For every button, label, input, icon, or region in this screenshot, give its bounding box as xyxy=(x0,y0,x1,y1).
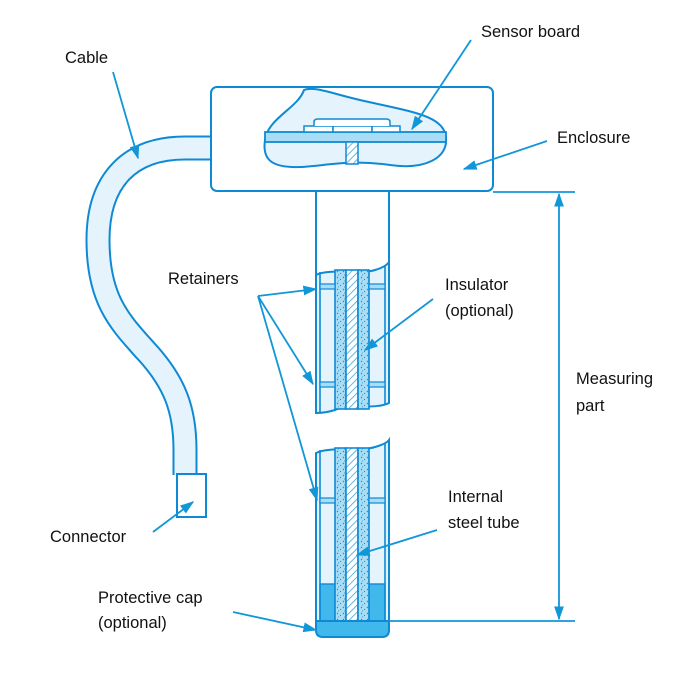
insulator-left xyxy=(334,269,347,410)
probe-section-lower xyxy=(315,436,390,638)
probe-section-upper xyxy=(315,258,390,415)
internal-tube-arrow xyxy=(355,529,438,556)
board-standoff xyxy=(345,141,359,165)
board-component-mid xyxy=(332,125,373,133)
label-measuring-2: part xyxy=(576,397,605,415)
label-cable: Cable xyxy=(65,49,108,67)
insulator-arrow xyxy=(363,298,434,351)
label-measuring-1: Measuring xyxy=(576,370,653,388)
cap-arrow xyxy=(232,611,318,633)
retainer-arrow-3 xyxy=(257,295,319,502)
steel-tube-lower xyxy=(345,447,359,623)
retainer-arrow-1 xyxy=(257,285,318,297)
label-insulator-1: Insulator xyxy=(445,276,509,294)
enclosure-arrow xyxy=(462,140,548,170)
probe-tube-upper xyxy=(315,190,390,275)
board-component-right xyxy=(371,125,401,133)
retainer-3b xyxy=(368,497,386,504)
label-cap-1: Protective cap xyxy=(98,589,203,607)
retainer-1 xyxy=(319,283,336,290)
label-internal-1: Internal xyxy=(448,488,503,506)
board-component-left xyxy=(303,125,334,133)
label-enclosure: Enclosure xyxy=(557,129,630,147)
sensor-board-cutaway xyxy=(263,87,448,169)
label-retainers: Retainers xyxy=(168,270,239,288)
insulator-right-lower xyxy=(357,447,370,623)
label-connector: Connector xyxy=(50,528,127,546)
connector-arrow xyxy=(152,501,195,533)
retainer-2b xyxy=(368,381,386,388)
cable-arrow xyxy=(112,71,140,160)
retainer-3 xyxy=(319,497,336,504)
cap-fill-right xyxy=(368,583,386,623)
retainer-1b xyxy=(368,283,386,290)
steel-tube xyxy=(345,269,359,410)
label-sensor-board: Sensor board xyxy=(481,23,580,41)
label-cap-2: (optional) xyxy=(98,614,167,632)
sensor-board-arrow xyxy=(411,39,472,131)
protective-cap xyxy=(315,620,390,638)
insulator-left-lower xyxy=(334,447,347,623)
label-internal-2: steel tube xyxy=(448,514,520,532)
label-insulator-2: (optional) xyxy=(445,302,514,320)
retainer-arrow-2 xyxy=(257,295,314,386)
retainer-2 xyxy=(319,381,336,388)
cable xyxy=(85,135,212,475)
cap-fill-left xyxy=(319,583,336,623)
measuring-dimension xyxy=(389,191,575,622)
sensor-board xyxy=(264,131,447,143)
insulator-right xyxy=(357,269,370,410)
